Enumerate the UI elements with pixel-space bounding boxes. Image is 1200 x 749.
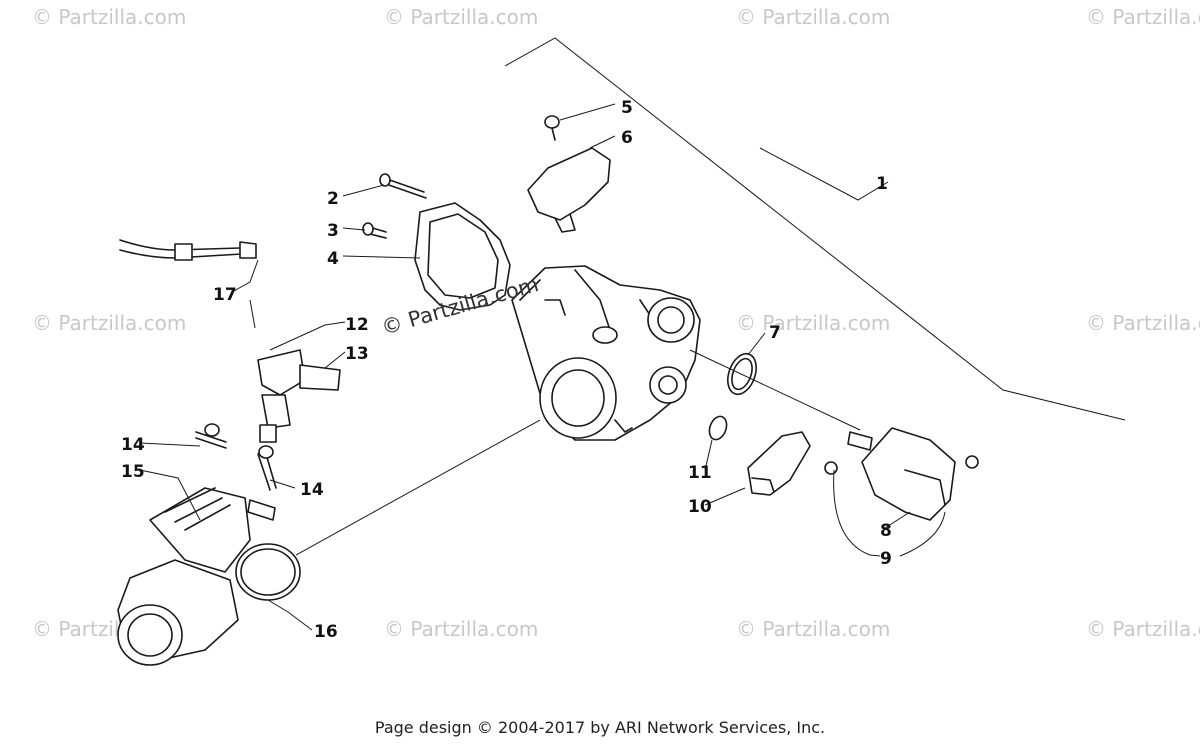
callout-7: 7	[769, 323, 781, 343]
watermark: © Partzilla.com	[1086, 311, 1200, 335]
tps-sensor	[527, 115, 611, 233]
callout-5: 5	[621, 98, 633, 118]
callout-2: 2	[327, 189, 339, 209]
footer-copyright: Page design © 2004-2017 by ARI Network S…	[374, 718, 826, 737]
watermarks: © Partzilla.com © Partzilla.com © Partzi…	[32, 5, 1200, 641]
cover-part	[414, 202, 511, 311]
kit-outline	[504, 37, 1126, 421]
callout-15: 15	[121, 462, 145, 482]
watermark: © Partzilla.com	[32, 5, 186, 29]
sensor-part	[747, 431, 811, 496]
map-sensor	[257, 349, 341, 443]
callout-8: 8	[880, 521, 892, 541]
callout-1: 1	[876, 174, 888, 194]
watermark: © Partzilla.com	[384, 617, 538, 641]
callout-11: 11	[688, 463, 712, 483]
callout-16: 16	[314, 622, 338, 642]
callout-14: 14	[300, 480, 324, 500]
callout-14: 14	[121, 435, 145, 455]
callout-17: 17	[213, 285, 237, 305]
callout-6: 6	[621, 128, 633, 148]
idle-valve	[824, 427, 979, 521]
callout-9: 9	[880, 549, 892, 569]
callout-12: 12	[345, 315, 369, 335]
watermark: © Partzilla.com	[736, 311, 890, 335]
throttle-cable	[119, 239, 257, 261]
intake-boot	[117, 423, 301, 666]
leader-lines	[139, 103, 946, 631]
o-ring-small	[708, 415, 728, 441]
watermark: © Partzilla.com	[384, 5, 538, 29]
callout-3: 3	[327, 221, 339, 241]
watermark: © Partzilla.com	[736, 5, 890, 29]
callout-10: 10	[688, 497, 712, 517]
watermark: © Partzilla.com	[1086, 617, 1200, 641]
watermark: © Partzilla.com	[736, 617, 890, 641]
watermark: © Partzilla.com	[1086, 5, 1200, 29]
throttle-body	[511, 265, 701, 441]
callout-13: 13	[345, 344, 369, 364]
watermark: © Partzilla.com	[32, 311, 186, 335]
callouts: 1 2 3 4 5 6 7 8 9 10 11 12 13 14 14 15 1…	[121, 98, 892, 642]
hose-clamp	[235, 543, 301, 601]
screws	[362, 173, 427, 239]
callout-4: 4	[327, 249, 339, 269]
